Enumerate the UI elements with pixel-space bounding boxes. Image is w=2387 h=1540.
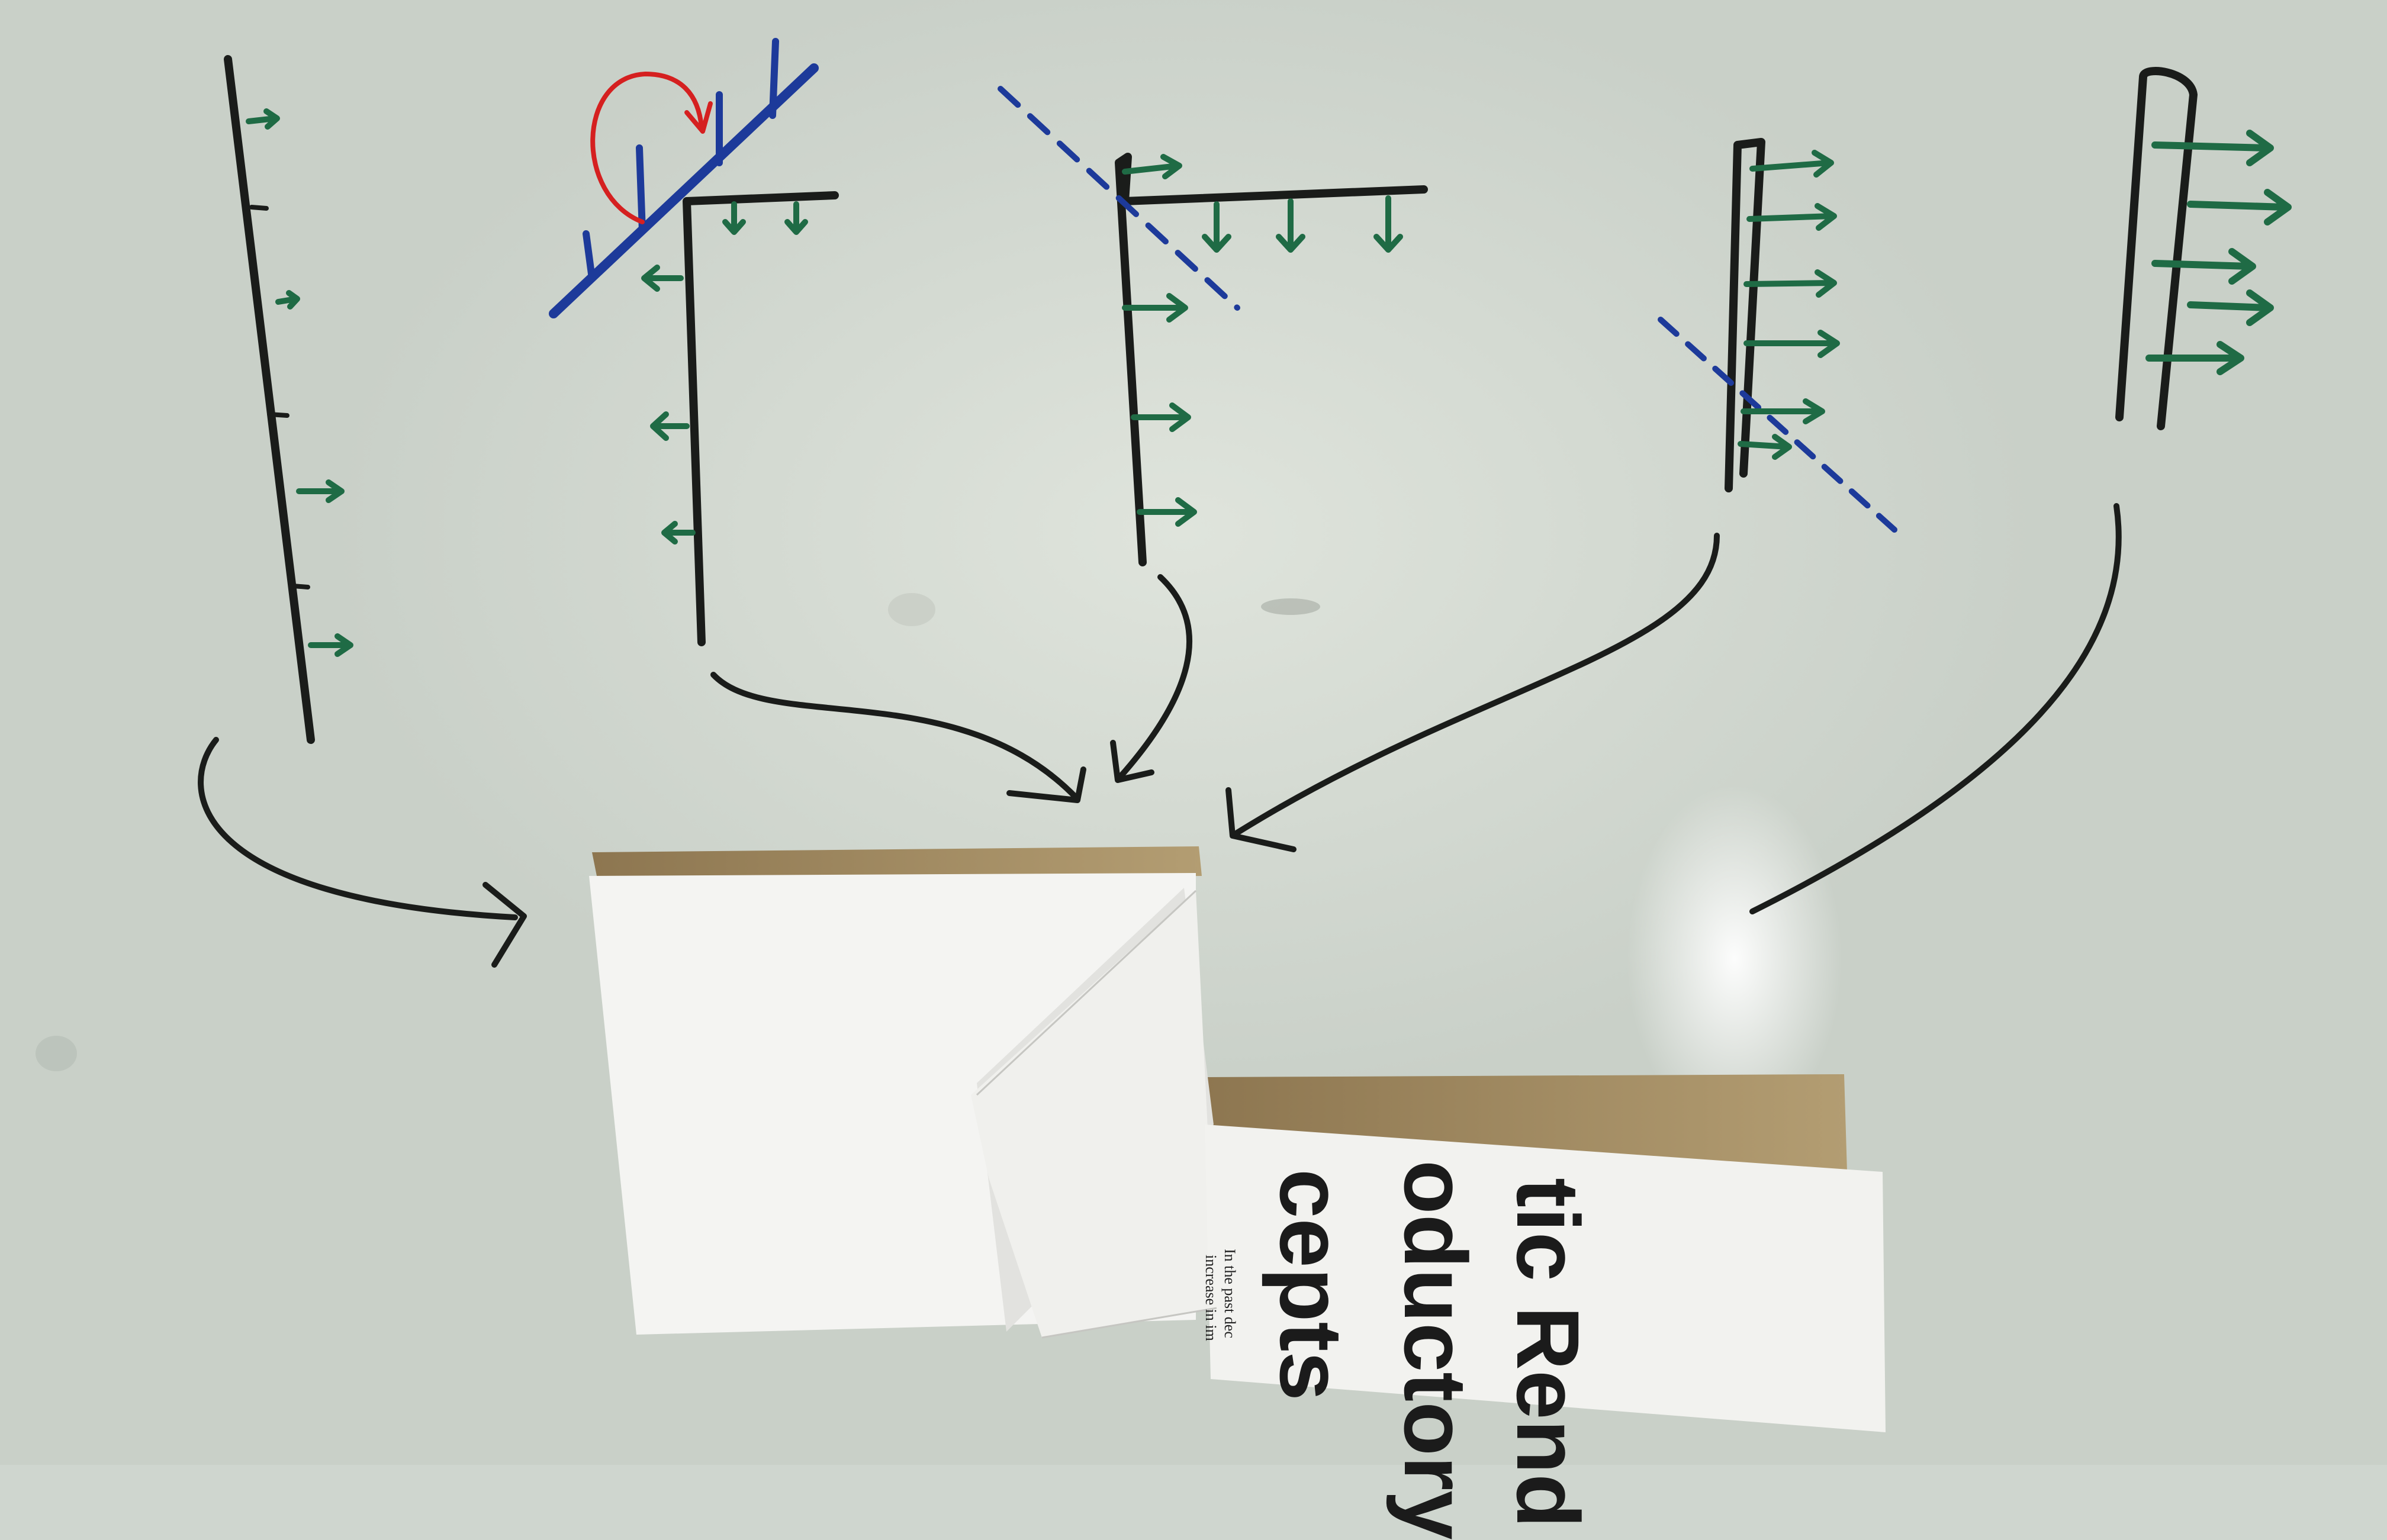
whiteboard-drawing	[36, 38, 2292, 1432]
sketch-2-concave-corner	[549, 38, 839, 646]
paper-strip-printed	[1205, 1125, 1886, 1432]
cardboard-backing-left	[592, 846, 1202, 882]
paper-heading-line-2: oductory	[1386, 1160, 1485, 1540]
sketch-3-convex-corner	[998, 86, 1428, 566]
paper-heading-line-1: tic Rend	[1498, 1178, 1598, 1528]
connector-arrows	[198, 503, 2122, 968]
paper-body-line-1: In the past dec	[1221, 1249, 1238, 1338]
paper-body-line-2: increase in im	[1202, 1255, 1220, 1341]
sketch-1-straight-line	[224, 55, 353, 744]
paper-folded-flap	[971, 891, 1217, 1338]
sketch-5-rounded-cap	[2115, 67, 2292, 430]
folded-paper-model	[589, 846, 1886, 1432]
paper-heading-line-3: cepts	[1262, 1169, 1361, 1401]
sketch-4-edge	[1658, 138, 1897, 533]
board-smudges	[36, 593, 1320, 1071]
